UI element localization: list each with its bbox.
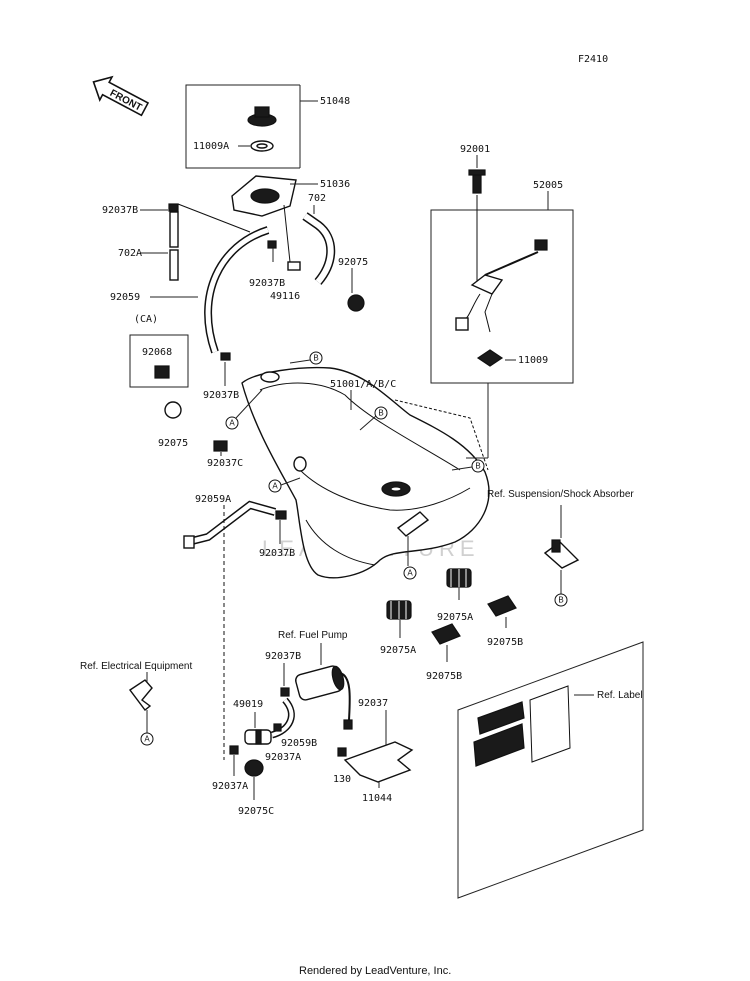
clamp-92037A-1 bbox=[273, 723, 282, 732]
label-92037B-2: 92037B bbox=[249, 278, 285, 289]
svg-text:A: A bbox=[144, 735, 150, 744]
front-arrow-icon: FRONT bbox=[92, 75, 150, 117]
clamp-92037B-3 bbox=[220, 352, 231, 361]
label-92059: 92059 bbox=[110, 292, 140, 303]
callout-b-1: B bbox=[309, 351, 323, 365]
label-92037B-1: 92037B bbox=[102, 205, 138, 216]
label-92075A-1: 92075A bbox=[437, 612, 473, 623]
ref-fuel-pump: Ref. Fuel Pump bbox=[278, 630, 348, 641]
callout-b-4: B bbox=[554, 593, 568, 607]
label-CA: (CA) bbox=[134, 314, 158, 325]
label-92075A-2: 92075A bbox=[380, 645, 416, 656]
damper-92075-1 bbox=[347, 268, 365, 312]
callout-b-2: B bbox=[374, 406, 388, 420]
clip-92037C bbox=[213, 440, 228, 452]
clamp-92037B-5 bbox=[280, 687, 290, 697]
svg-text:A: A bbox=[229, 419, 235, 428]
label-702A: 702A bbox=[118, 248, 142, 259]
cap-base-51036 bbox=[231, 175, 318, 263]
bracket-11044 bbox=[337, 710, 414, 788]
hose-702A bbox=[140, 203, 251, 281]
ref-suspension: Ref. Suspension/Shock Absorber bbox=[487, 489, 634, 500]
label-49019: 49019 bbox=[233, 699, 263, 710]
svg-text:B: B bbox=[378, 409, 383, 418]
label-92075B-2: 92075B bbox=[426, 671, 462, 682]
damper-92075-2 bbox=[164, 401, 182, 419]
callout-a-4: A bbox=[140, 732, 154, 746]
ref-electrical: Ref. Electrical Equipment bbox=[80, 661, 192, 672]
label-51048: 51048 bbox=[320, 96, 350, 107]
callout-a-1: A bbox=[225, 416, 239, 430]
callout-a-2: A bbox=[268, 479, 282, 493]
label-52005: 52005 bbox=[533, 180, 563, 191]
label-11044: 11044 bbox=[362, 793, 392, 804]
label-92037B-3: 92037B bbox=[203, 390, 239, 401]
fuel-gauge-group bbox=[430, 155, 574, 459]
label-92037B-5: 92037B bbox=[265, 651, 301, 662]
label-92037B-4: 92037B bbox=[259, 548, 295, 559]
footer-credit: Rendered by LeadVenture, Inc. bbox=[299, 965, 451, 977]
filler-cap-group bbox=[185, 84, 318, 169]
label-92037C: 92037C bbox=[207, 458, 243, 469]
label-11009A: 11009A bbox=[193, 141, 229, 152]
label-92075B-1: 92075B bbox=[487, 637, 523, 648]
fuel-filter-49019 bbox=[244, 712, 272, 745]
label-92075-2: 92075 bbox=[158, 438, 188, 449]
svg-text:A: A bbox=[272, 482, 278, 491]
label-92037: 92037 bbox=[358, 698, 388, 709]
label-130: 130 bbox=[333, 774, 351, 785]
label-92059B: 92059B bbox=[281, 738, 317, 749]
ref-label: Ref. Label bbox=[597, 690, 643, 701]
shock-bracket-icon bbox=[543, 505, 580, 594]
callout-a-3: A bbox=[403, 566, 417, 580]
damper-92075B-2 bbox=[431, 623, 461, 662]
clamp-92037B bbox=[267, 240, 277, 249]
svg-text:B: B bbox=[558, 596, 563, 605]
damper-92075B-1 bbox=[487, 595, 517, 628]
label-92037A-1: 92037A bbox=[265, 752, 301, 763]
ca-group bbox=[129, 334, 189, 388]
clamp-92037A-2 bbox=[229, 745, 239, 755]
svg-text:B: B bbox=[475, 462, 480, 471]
label-92037A-2: 92037A bbox=[212, 781, 248, 792]
fuel-tank bbox=[241, 366, 490, 579]
label-11009: 11009 bbox=[518, 355, 548, 366]
clamp-92037B-4 bbox=[275, 510, 287, 520]
electrical-bracket-icon bbox=[128, 672, 153, 733]
label-51001: 51001/A/B/C bbox=[330, 379, 396, 390]
label-92068: 92068 bbox=[142, 347, 172, 358]
label-area bbox=[457, 641, 644, 899]
label-92075-1: 92075 bbox=[338, 257, 368, 268]
fuel-pump bbox=[295, 665, 353, 730]
label-92001: 92001 bbox=[460, 144, 490, 155]
diagram-code: F2410 bbox=[578, 54, 608, 65]
hose-92059A bbox=[183, 500, 277, 760]
label-51036: 51036 bbox=[320, 179, 350, 190]
label-702: 702 bbox=[308, 193, 326, 204]
valve-49116 bbox=[287, 261, 301, 271]
damper-92075A-1 bbox=[446, 568, 472, 600]
damper-92075A-2 bbox=[386, 600, 412, 638]
callout-b-3: B bbox=[471, 459, 485, 473]
svg-text:A: A bbox=[407, 569, 413, 578]
label-49116: 49116 bbox=[270, 291, 300, 302]
svg-text:B: B bbox=[313, 354, 318, 363]
label-92075C: 92075C bbox=[238, 806, 274, 817]
label-92059A: 92059A bbox=[195, 494, 231, 505]
damper-92075C bbox=[244, 759, 264, 800]
